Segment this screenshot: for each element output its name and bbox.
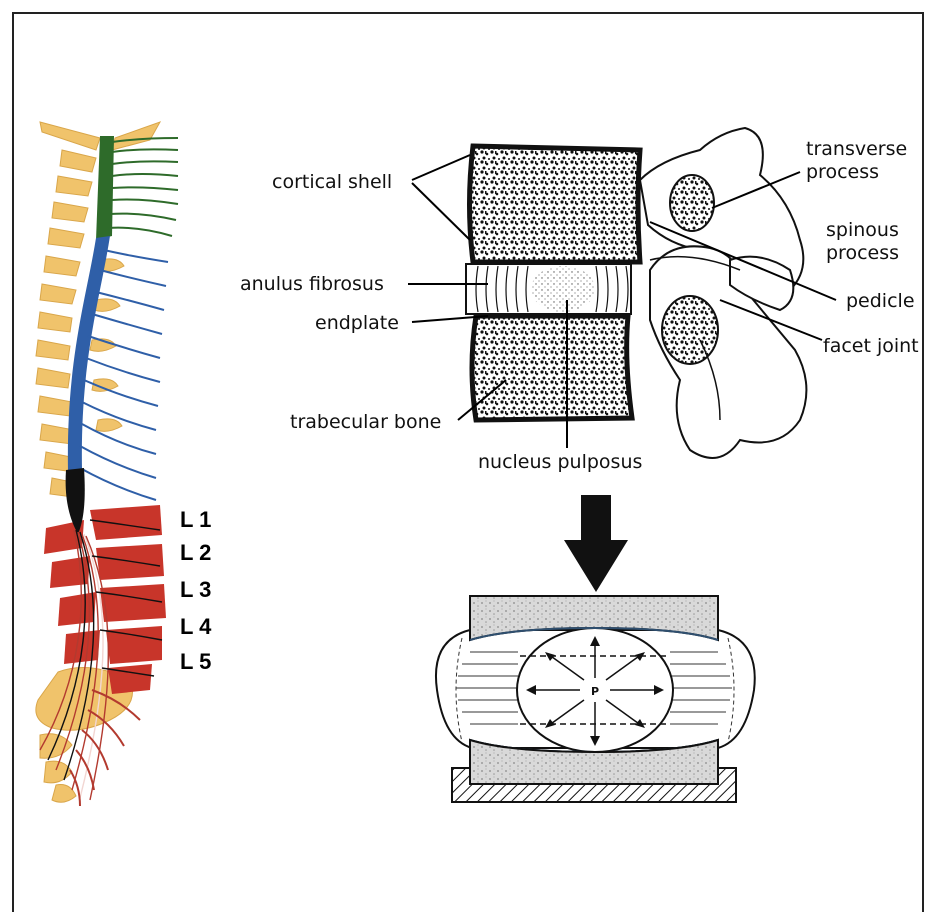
label-spinous-process-line2: process: [826, 242, 899, 264]
label-transverse-process-line1: transverse: [806, 138, 907, 160]
label-facet-joint: facet joint: [823, 335, 919, 357]
label-nucleus-pulposus: nucleus pulposus: [478, 451, 642, 473]
lower-vertebral-body: [472, 316, 632, 420]
label-endplate: endplate: [315, 312, 399, 334]
level-label-l3: L 3: [180, 577, 211, 602]
transverse-process-section: [670, 175, 714, 231]
motion-segment-illustration: [466, 128, 806, 458]
level-label-l4: L 4: [180, 614, 212, 639]
cervical-cord: [96, 136, 114, 240]
label-trabecular-bone: trabecular bone: [290, 411, 441, 433]
label-cortical-shell: cortical shell: [272, 171, 392, 193]
label-pedicle: pedicle: [846, 290, 915, 312]
lumbar-level-labels: L 1 L 2 L 3 L 4 L 5: [180, 507, 212, 674]
nucleus-pulposus-region: [531, 266, 595, 312]
label-transverse-process-line2: process: [806, 161, 879, 183]
upper-vertebral-body: [470, 146, 641, 262]
label-anulus-fibrosus: anulus fibrosus: [240, 273, 384, 295]
label-spinous-process-line1: spinous: [826, 219, 899, 241]
level-label-l2: L 2: [180, 540, 211, 565]
loaded-disc-diagram: P: [436, 596, 755, 802]
pressure-symbol: P: [591, 685, 599, 698]
posterior-elements: [640, 128, 806, 458]
spinal-cord-illustration: [36, 122, 178, 806]
cervical-nerves: [108, 138, 178, 236]
level-label-l5: L 5: [180, 649, 211, 674]
down-arrow-icon: [564, 495, 628, 592]
facet-section: [662, 296, 718, 364]
level-label-l1: L 1: [180, 507, 211, 532]
